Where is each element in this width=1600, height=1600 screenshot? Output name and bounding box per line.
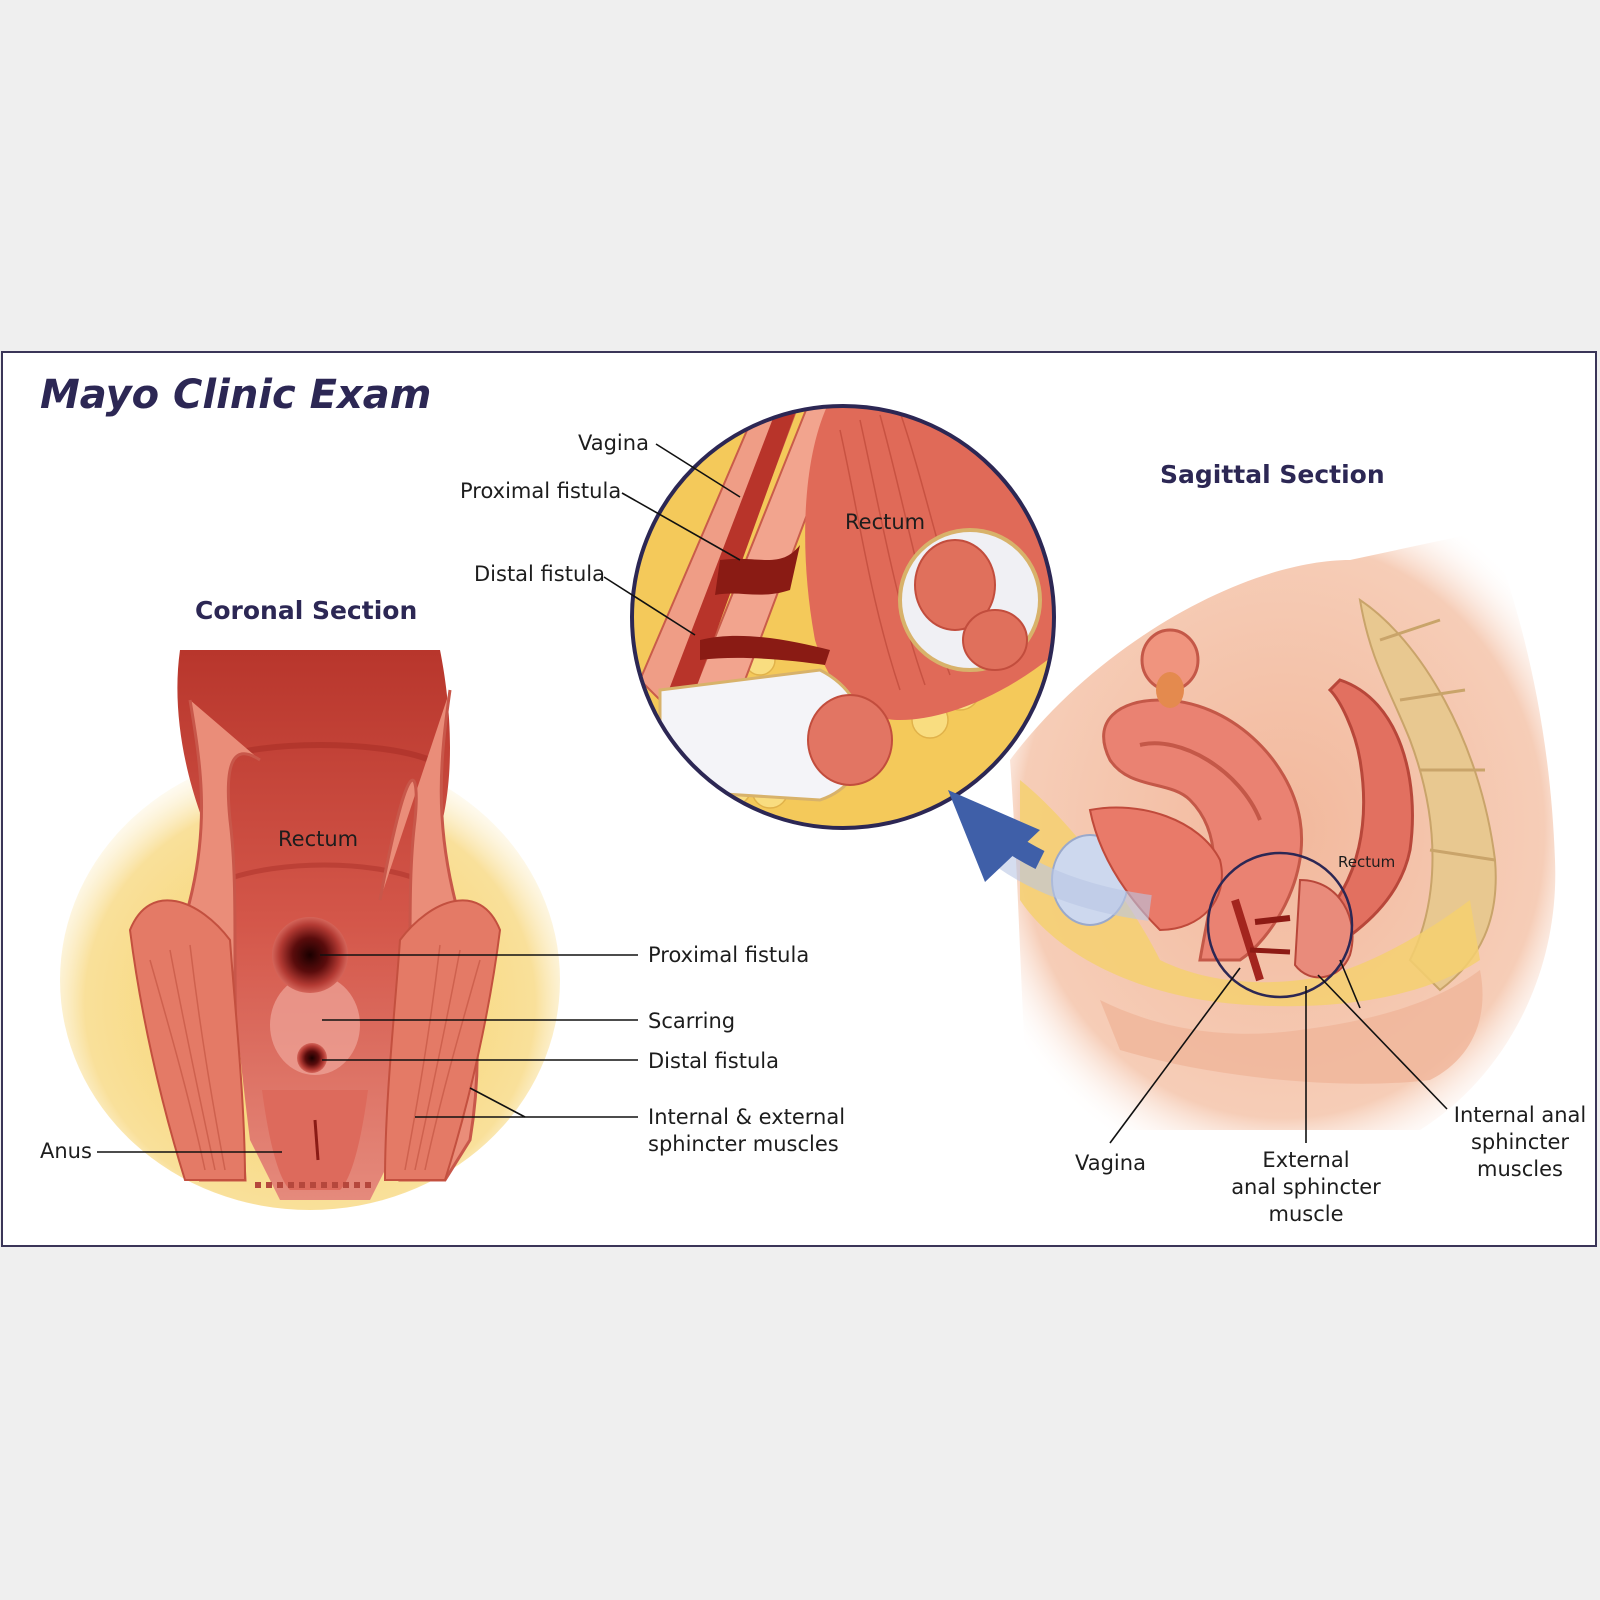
inset-proximal-fistula-label: Proximal fistula bbox=[460, 479, 622, 503]
magnified-inset bbox=[630, 404, 1056, 830]
sagittal-external-sphincter-label-line3: muscle bbox=[1268, 1202, 1344, 1226]
sagittal-external-sphincter-label-line1: External bbox=[1262, 1148, 1350, 1172]
coronal-anus-label: Anus bbox=[40, 1139, 92, 1163]
coronal-proximal-fistula bbox=[272, 917, 348, 993]
coronal-sphincter-label-line1: Internal & external bbox=[648, 1105, 846, 1129]
coronal-section-heading: Coronal Section bbox=[195, 596, 418, 625]
coronal-distal-fistula-label: Distal fistula bbox=[648, 1049, 779, 1073]
leader-lines bbox=[97, 443, 1448, 1153]
sagittal-vagina-label: Vagina bbox=[1075, 1151, 1146, 1175]
coronal-proximal-fistula-label: Proximal fistula bbox=[648, 943, 810, 967]
sagittal-internal-sphincter-label-line1: Internal anal bbox=[1453, 1103, 1587, 1127]
sagittal-section-heading: Sagittal Section bbox=[1160, 460, 1385, 489]
sagittal-section-illustration bbox=[1010, 530, 1556, 1130]
sagittal-external-sphincter-label-line2: anal sphincter bbox=[1231, 1175, 1381, 1199]
coronal-scarring-label: Scarring bbox=[648, 1009, 736, 1033]
sagittal-internal-sphincter-label-line3: muscles bbox=[1477, 1157, 1563, 1181]
inset-rectum-label: Rectum bbox=[845, 510, 926, 534]
coronal-rectum-label: Rectum bbox=[278, 827, 359, 851]
figure-title: Mayo Clinic Exam bbox=[40, 372, 432, 418]
inset-vagina-label: Vagina bbox=[578, 431, 649, 455]
coronal-distal-fistula bbox=[297, 1043, 327, 1073]
coronal-sphincter-label-line2: sphincter muscles bbox=[648, 1132, 839, 1156]
sagittal-rectum-label: Rectum bbox=[1338, 853, 1396, 871]
zoom-arrow bbox=[948, 790, 1152, 921]
inset-distal-fistula-label: Distal fistula bbox=[474, 562, 605, 586]
coronal-section-illustration bbox=[60, 650, 560, 1210]
sagittal-internal-sphincter-label-line2: sphincter bbox=[1470, 1130, 1570, 1154]
